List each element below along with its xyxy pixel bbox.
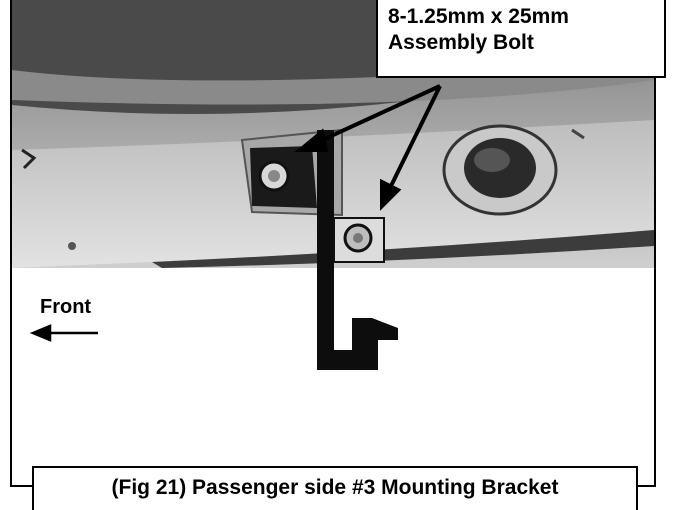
bolt-spec-label: 8-1.25mm x 25mm [388,5,569,28]
figure-caption: (Fig 21) Passenger side #3 Mounting Brac… [32,466,638,510]
bolt-callout-box: 8-1.25mm x 25mm Assembly Bolt [376,0,666,78]
front-direction-label: Front [40,296,92,318]
bolt-name-label: Assembly Bolt [388,31,534,54]
